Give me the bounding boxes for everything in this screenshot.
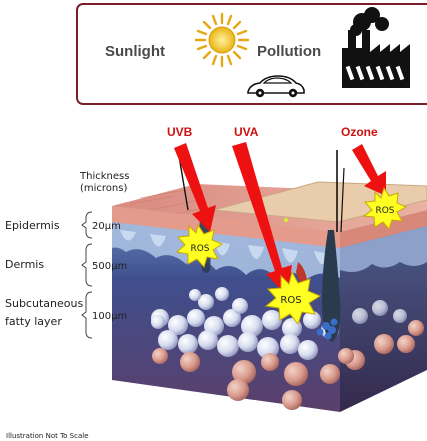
- uva-label: UVA: [234, 125, 259, 139]
- sunlight-label: Sunlight: [105, 43, 165, 60]
- ros-burst-2: ROS: [264, 270, 322, 326]
- subcutaneous-line2: fatty layer: [5, 315, 62, 328]
- ros-burst-3: ROS: [362, 186, 408, 230]
- car-icon: [247, 75, 305, 98]
- ros-label-3: ROS: [375, 206, 394, 216]
- radiation-arrows: [174, 142, 386, 296]
- ros-burst-1: ROS: [175, 223, 224, 269]
- uvb-label: UVB: [167, 125, 193, 139]
- dermis-side: [340, 226, 427, 272]
- thickness-header-line2: (microns): [80, 183, 127, 194]
- uvb-arrow: [174, 143, 216, 232]
- pollution-label: Pollution: [257, 43, 321, 60]
- skin-block: [112, 150, 427, 412]
- skin-texture: [129, 189, 216, 215]
- bracket-dermis: [81, 243, 93, 287]
- sources-box-frame: [76, 3, 427, 105]
- epidermis-side: [340, 210, 427, 248]
- bracket-epidermis: [81, 211, 93, 239]
- sun-icon: [194, 12, 250, 68]
- thickness-subcutaneous: 100µm: [92, 311, 127, 322]
- ros-label-2: ROS: [280, 295, 301, 306]
- ozone-label: Ozone: [341, 125, 378, 139]
- subcutaneous-line1: Subcutaneous: [5, 297, 83, 310]
- surface-pore: [284, 218, 288, 222]
- bracket-subcutaneous: [81, 291, 93, 339]
- uva-arrow: [232, 142, 292, 296]
- hair-follicles: [199, 150, 345, 342]
- sources-box: Sunlight Pollu: [76, 3, 427, 105]
- layer-name-dermis: Dermis: [5, 258, 44, 271]
- thickness-header: Thickness (microns): [79, 171, 133, 194]
- epidermis-front: [112, 206, 340, 248]
- footnote: Illustration Not To Scale: [6, 432, 89, 440]
- factory-icon: [342, 7, 410, 88]
- thickness-brackets: [81, 211, 93, 339]
- thickness-dermis: 500µm: [92, 261, 127, 272]
- ozone-arrow: [352, 144, 386, 196]
- thickness-epidermis: 20µm: [92, 221, 121, 232]
- layer-name-subcutaneous: Subcutaneous fatty layer: [5, 297, 87, 328]
- thickness-header-line1: Thickness: [79, 171, 129, 182]
- ros-label-1: ROS: [190, 244, 209, 254]
- layer-name-epidermis: Epidermis: [5, 219, 60, 232]
